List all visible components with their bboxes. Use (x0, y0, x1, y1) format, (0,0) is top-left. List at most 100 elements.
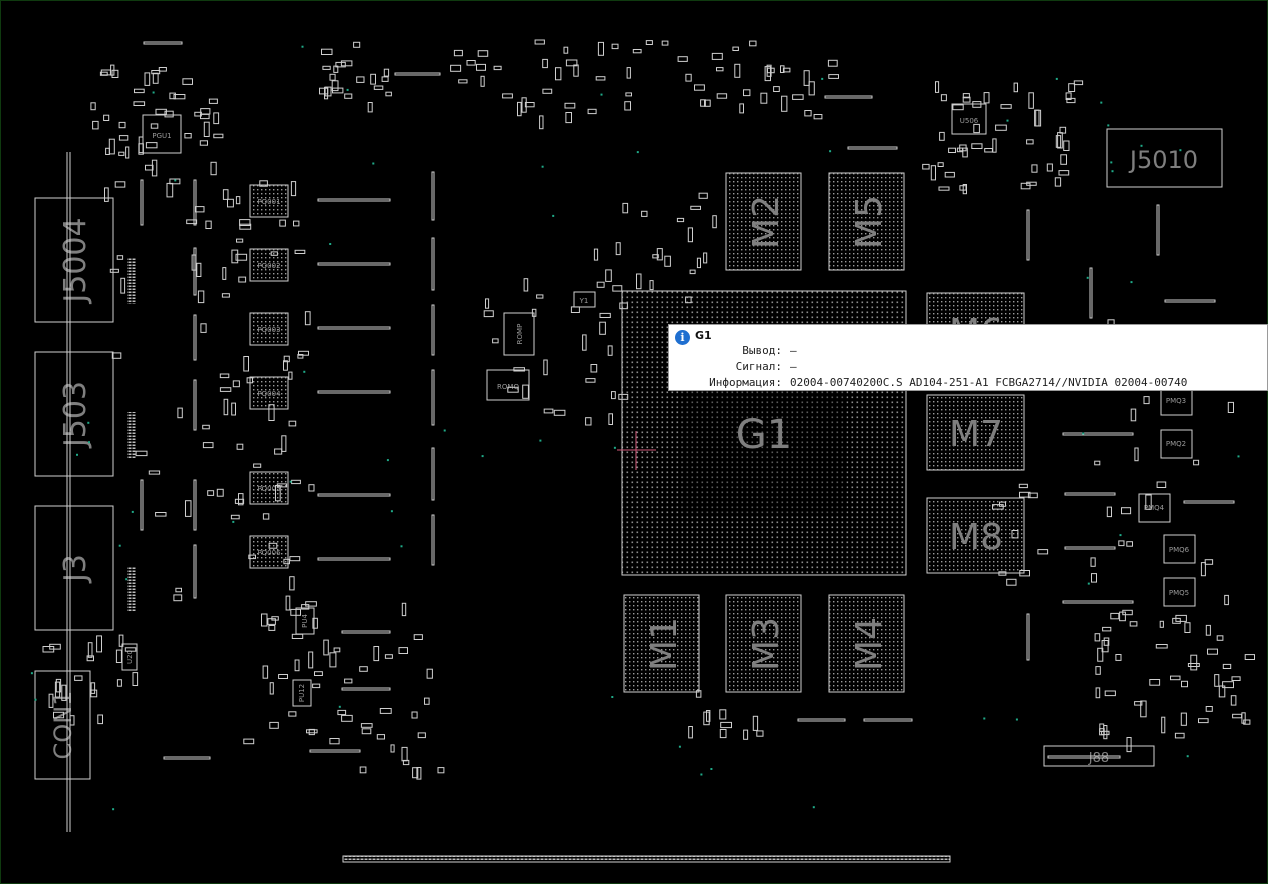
passive-part (173, 594, 183, 602)
vias (30, 45, 1240, 811)
via-dot (88, 441, 90, 444)
passive-part (331, 80, 339, 92)
passive-part (308, 484, 315, 492)
component-pmq6[interactable]: PMQ6 (1163, 534, 1196, 564)
connector-j5004[interactable]: J5004 (34, 197, 114, 323)
connector-j503[interactable]: J503 (34, 351, 114, 477)
component-y1[interactable]: Y1 (573, 291, 596, 308)
passive-part (222, 189, 229, 200)
connector-j5010[interactable]: J5010 (1106, 128, 1223, 188)
mosfet-pq002[interactable]: PQ002 (249, 248, 289, 282)
memory-m4[interactable]: M4 (828, 594, 905, 693)
passive-part (619, 302, 628, 310)
passive-part (203, 121, 210, 137)
component-u20[interactable]: U20 (121, 643, 138, 671)
passive-part (999, 501, 1006, 507)
tooltip-signal-label: Сигнал: (735, 360, 782, 373)
component-pu4[interactable]: PU4 (295, 607, 315, 635)
mosfet-pq005[interactable]: PQ005 (249, 471, 289, 505)
memory-m3[interactable]: M3 (725, 594, 802, 693)
passive-part (719, 709, 727, 720)
passive-part (177, 407, 183, 419)
memory-m1[interactable]: M1 (623, 594, 700, 693)
passive-part (243, 738, 255, 745)
component-pmq2[interactable]: PMQ2 (1160, 429, 1193, 459)
passive-part (341, 714, 353, 722)
mosfet-pq001[interactable]: PQ001 (249, 184, 289, 218)
via-dot (152, 91, 155, 94)
passive-part (587, 108, 597, 115)
component-romp[interactable]: ROMP (503, 312, 535, 356)
memory-m8[interactable]: M8 (926, 497, 1025, 574)
passive-part (1145, 494, 1152, 510)
passive-part (698, 192, 708, 199)
passive-part (711, 52, 723, 60)
passive-part (1031, 164, 1038, 173)
component-pmq5[interactable]: PMQ5 (1163, 577, 1196, 607)
passive-part (476, 63, 486, 71)
passive-part (424, 697, 430, 705)
mosfet-pq006[interactable]: PQ006 (249, 535, 289, 569)
trace-bar (1183, 500, 1235, 504)
passive-part (773, 86, 780, 92)
passive-part (1034, 109, 1040, 127)
passive-part (236, 238, 244, 243)
passive-part (611, 391, 616, 400)
mosfet-pq003[interactable]: PQ003 (249, 312, 289, 346)
passive-part (1159, 620, 1164, 628)
component-pgu1[interactable]: PGU1 (142, 114, 182, 154)
passive-part (200, 108, 211, 115)
passive-part (138, 143, 144, 155)
passive-part (239, 219, 251, 227)
passive-part (1214, 674, 1220, 687)
passive-part (1156, 481, 1167, 488)
passive-part (522, 384, 529, 399)
component-pu12[interactable]: PU12 (292, 679, 312, 707)
passive-part (565, 59, 578, 67)
via-dot (232, 520, 235, 523)
passive-part (221, 293, 230, 298)
tooltip-info-value: 02004-00740200C.S AD104-251-A1 FCBGA2714… (790, 376, 1188, 389)
passive-part (275, 485, 281, 502)
passive-part (227, 198, 234, 208)
passive-part (1097, 647, 1104, 662)
passive-part (297, 354, 304, 359)
via-dot (131, 510, 134, 513)
passive-part (135, 450, 148, 457)
connector-j3[interactable]: J3 (34, 505, 114, 631)
passive-part (555, 67, 562, 81)
passive-part (231, 249, 239, 264)
mosfet-pq004[interactable]: PQ004 (249, 376, 289, 410)
passive-part (565, 112, 573, 124)
passive-part (764, 66, 771, 82)
via-dot (329, 243, 332, 245)
passive-part (782, 67, 791, 73)
passive-part (607, 345, 613, 356)
via-dot (1179, 149, 1182, 152)
memory-m5[interactable]: M5 (828, 172, 905, 271)
trace-bar (193, 247, 197, 296)
trace-bar (317, 326, 391, 330)
passive-part (1104, 690, 1116, 697)
component-label-u506: U506 (960, 117, 979, 125)
passive-part (150, 123, 159, 129)
passive-part (595, 76, 606, 81)
passive-part (288, 420, 297, 427)
component-u506[interactable]: U506 (951, 103, 987, 135)
memory-m7[interactable]: M7 (926, 394, 1025, 471)
passive-part (1028, 92, 1034, 109)
passive-part (1218, 685, 1226, 698)
passive-part (312, 683, 321, 689)
component-pmq4[interactable]: PMQ4 (1138, 493, 1171, 523)
passive-part (466, 60, 476, 66)
passive-part (90, 682, 96, 694)
trace-bar (341, 630, 391, 634)
via-dot (829, 150, 832, 153)
passive-part (585, 417, 592, 426)
pcie-edge-connector[interactable] (342, 855, 951, 863)
passive-part (553, 409, 566, 416)
memory-m2[interactable]: M2 (725, 172, 802, 271)
passive-part (585, 378, 596, 383)
passive-part (827, 59, 838, 67)
